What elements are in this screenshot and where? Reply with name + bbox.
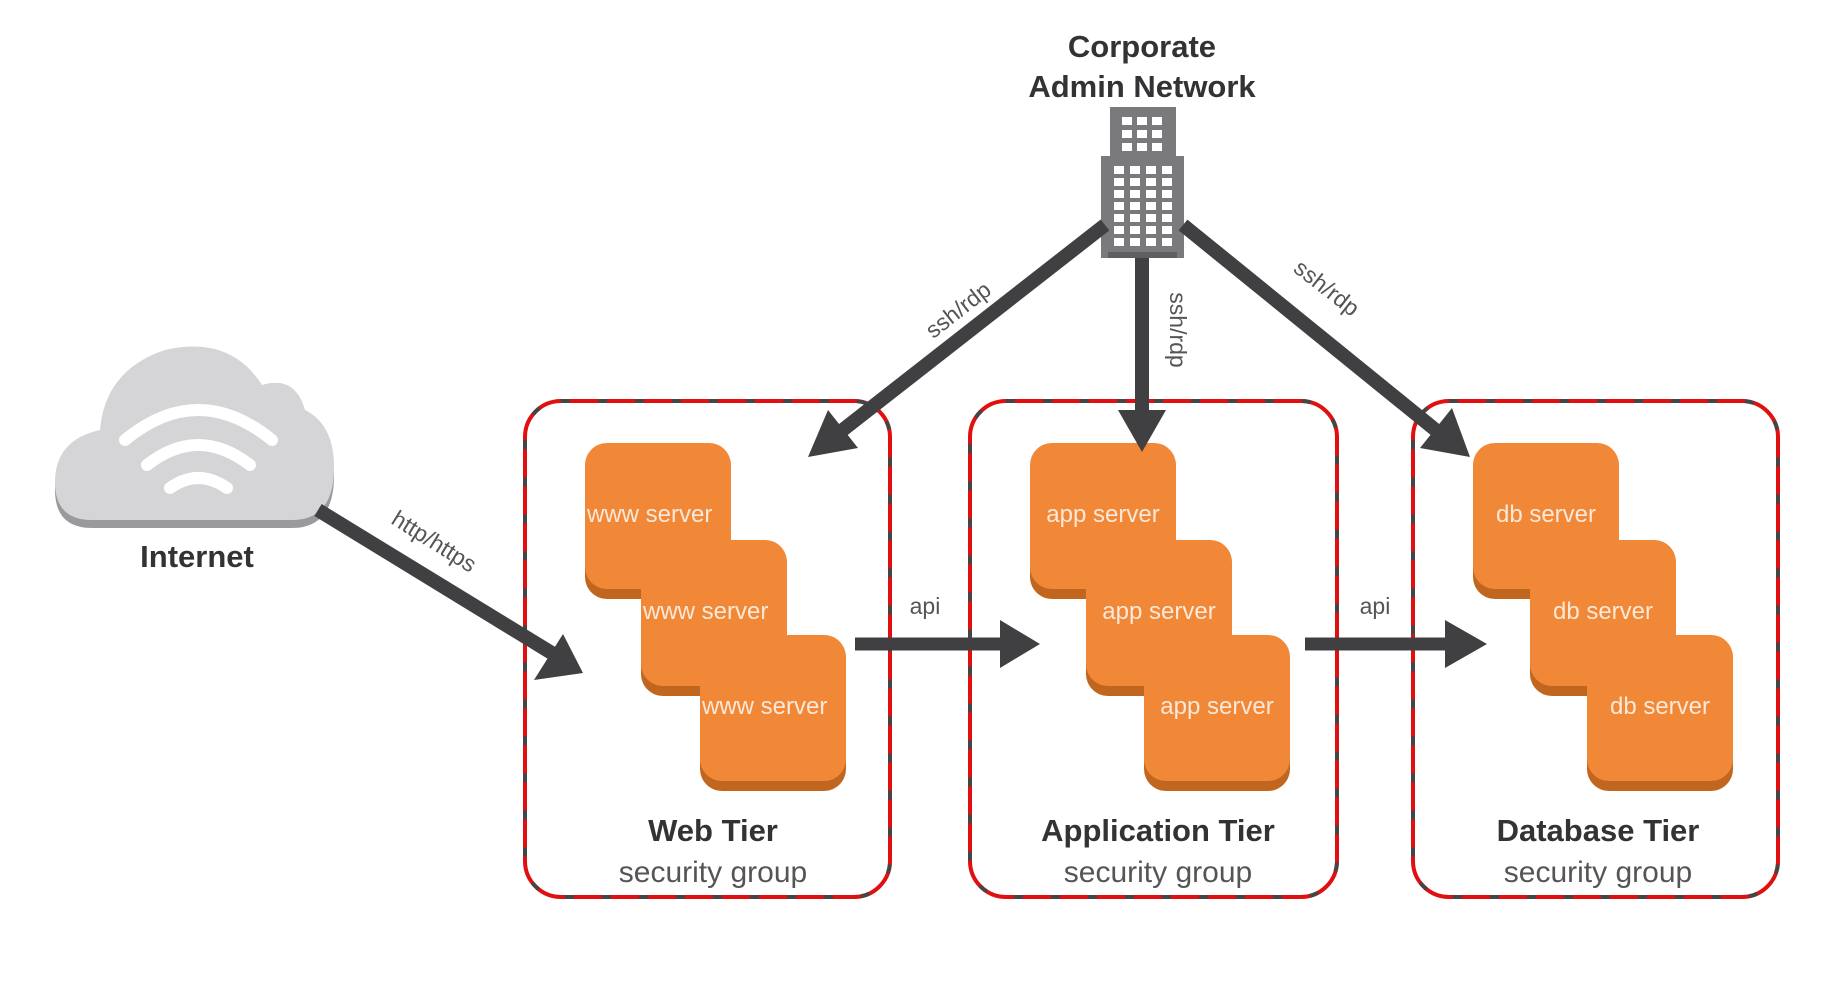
building-window [1146,214,1156,222]
office-building-icon [1101,107,1184,258]
server-node[interactable]: app server [1144,635,1290,791]
building-window [1146,202,1156,210]
building-window [1162,202,1172,210]
label-api-web-app: api [910,593,941,619]
server-label: www server [701,693,827,720]
building-window [1162,190,1172,198]
building-window [1130,202,1140,210]
building-window [1146,166,1156,174]
building-window [1146,226,1156,234]
building-window [1162,178,1172,186]
arrow-internet-to-web [314,504,583,680]
server-label: www server [586,501,712,528]
building-window [1122,117,1132,125]
building-window [1130,226,1140,234]
server-node[interactable]: db server [1587,635,1733,791]
building-window [1114,202,1124,210]
building-window [1152,117,1162,125]
db-server-stack: db server db server db server [1473,443,1733,791]
building-window [1146,238,1156,246]
server-label: db server [1553,598,1653,625]
building-window [1122,130,1132,138]
label-ssh-rdp-db: ssh/rdp [1289,254,1364,321]
building-window [1130,214,1140,222]
building-window [1130,178,1140,186]
building-window [1152,143,1162,151]
corporate-title-line1: Corporate [1068,29,1216,64]
tier-subtitle-web: security group [619,856,807,889]
server-label: app server [1160,693,1273,720]
label-ssh-rdp-app: ssh/rdp [1165,292,1191,367]
building-window [1122,143,1132,151]
building-window [1137,130,1147,138]
server-label: www server [642,598,768,625]
server-label: app server [1102,598,1215,625]
building-window [1152,130,1162,138]
arrow-corp-to-app [1118,258,1166,452]
building-window [1114,238,1124,246]
tier-title-web: Web Tier [648,813,778,848]
app-server-stack: app server app server app server [1030,443,1290,791]
building-window [1114,166,1124,174]
arrow-app-to-db [1305,620,1487,668]
building-window [1162,238,1172,246]
corporate-title-line2: Admin Network [1028,69,1256,104]
tier-subtitle-database: security group [1504,856,1692,889]
server-node[interactable]: www server [700,635,846,791]
building-window [1146,178,1156,186]
building-window [1130,190,1140,198]
building-window [1130,166,1140,174]
building-window [1114,178,1124,186]
building-window [1114,226,1124,234]
building-window [1130,238,1140,246]
web-server-stack: www server www server www server [585,443,846,791]
building-window [1162,226,1172,234]
tier-title-database: Database Tier [1497,813,1700,848]
tier-title-application: Application Tier [1041,813,1275,848]
building-window [1162,166,1172,174]
server-label: db server [1610,693,1710,720]
building-window [1114,214,1124,222]
building-window [1114,190,1124,198]
arrow-corp-to-web [808,219,1110,457]
label-api-app-db: api [1360,593,1391,619]
building-window [1146,190,1156,198]
server-label: db server [1496,501,1596,528]
server-label: app server [1046,501,1159,528]
arrow-web-to-app [855,620,1040,668]
building-window [1137,117,1147,125]
building-window [1162,214,1172,222]
internet-label: Internet [140,539,254,574]
cloud-wifi-icon [55,346,335,528]
arrow-corp-to-db [1178,219,1470,457]
tier-subtitle-application: security group [1064,856,1252,889]
building-window [1137,143,1147,151]
